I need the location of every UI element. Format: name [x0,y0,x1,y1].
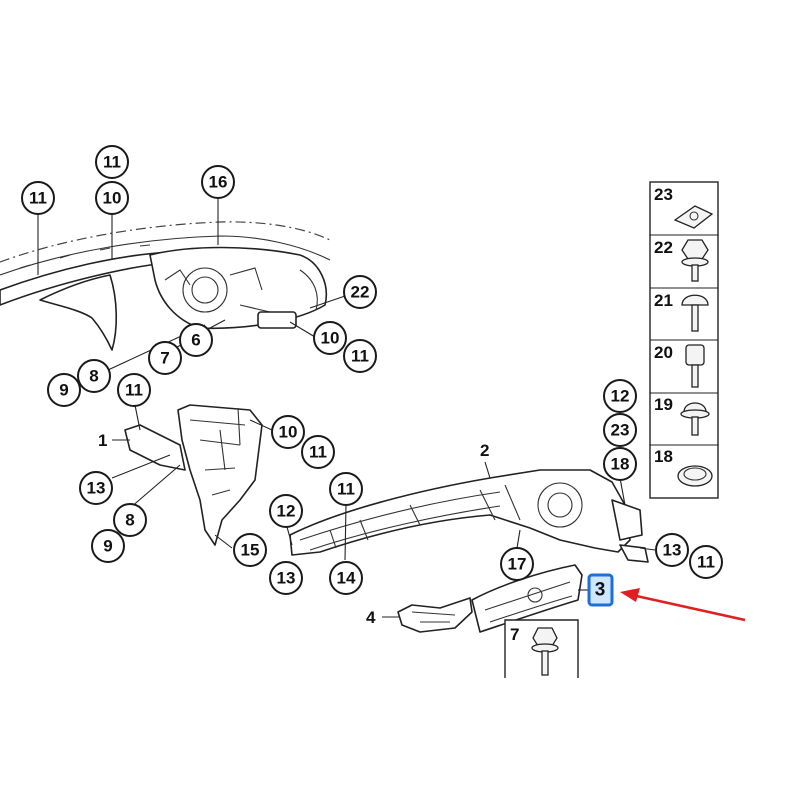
callout-11-mid: 11 [117,373,151,407]
callout-14: 14 [329,561,363,595]
callout-7: 7 [148,341,182,375]
part-label-2: 2 [480,441,489,460]
callout-9-low: 9 [91,529,125,563]
leader-lines [37,199,656,618]
callout-15: 15 [233,533,267,567]
hardware-label-20: 20 [654,343,673,362]
hex-flange-screw-icon [681,239,709,282]
callout-13-mid: 13 [269,561,303,595]
flange-screw-icon [680,402,710,436]
hex-socket-bolt-icon [685,344,705,388]
bracket-part-4 [397,597,473,633]
callout-text: 22 [351,283,370,302]
bottom-hardware-panel: 7 [504,619,579,678]
callout-text: 7 [160,349,169,368]
clip-nut-icon [673,205,714,229]
callout-text: 16 [209,173,228,192]
callout-text: 13 [663,541,682,560]
part-label-1: 1 [98,431,107,450]
callout-10-mid: 10 [271,415,305,449]
callout-text: 10 [321,329,340,348]
callout-text: 8 [89,367,98,386]
callout-16: 16 [201,165,235,199]
callout-12-right: 12 [603,379,637,413]
hardware-label-18: 18 [654,447,673,466]
part-label-4: 4 [366,608,376,627]
bracket-part-3 [471,564,583,633]
callout-10-right: 10 [313,321,347,355]
callout-12-mid: 12 [269,494,303,528]
callout-11-mid2: 11 [301,435,335,469]
flange-bolt-icon [531,627,559,676]
callout-text: 12 [611,387,630,406]
hardware-label-22: 22 [654,238,673,257]
callout-text: 11 [103,153,121,172]
callout-text: 13 [277,569,296,588]
grommet-ring-icon [677,465,713,487]
callout-text: 11 [125,381,143,400]
round-head-screw-icon [681,294,709,332]
highlight-box [587,573,614,607]
callout-text: 10 [279,423,298,442]
callout-text: 17 [508,555,527,574]
callout-text: 9 [59,381,68,400]
red-arrow-line [631,593,746,622]
callout-10-top: 10 [95,181,129,215]
callout-text: 6 [191,331,200,350]
callout-13-right: 13 [655,533,689,567]
callout-6: 6 [179,323,213,357]
callout-22: 22 [343,275,377,309]
callout-text: 23 [611,421,630,440]
callout-text: 9 [103,537,112,556]
upper-bumper-outline [0,221,331,351]
callout-8-top: 8 [77,359,111,393]
bumper-carrier-part-2 [289,469,649,563]
callout-text: 8 [125,511,134,530]
callout-text: 11 [337,480,355,499]
callout-11-right: 11 [343,339,377,373]
callout-text: 11 [29,189,47,208]
callout-17: 17 [500,547,534,581]
callout-8-low: 8 [113,503,147,537]
hardware-label-23: 23 [654,185,673,204]
hardware-panel: 23 22 21 20 19 18 [649,181,719,499]
callout-text: 15 [241,541,260,560]
callout-23-right: 23 [603,413,637,447]
callout-9-top: 9 [47,373,81,407]
callout-text: 14 [337,569,356,588]
callout-text: 13 [87,479,106,498]
red-arrow-head-icon [620,588,640,602]
callout-11-top-left: 11 [21,181,55,215]
callout-text: 11 [309,443,327,462]
callout-11-center: 11 [329,472,363,506]
hardware-label-21: 21 [654,291,673,310]
callout-11-right-low: 11 [689,545,723,579]
callout-18-right: 18 [603,447,637,481]
callout-text: 11 [697,553,715,572]
highlight-label-3: 3 [595,580,606,601]
bottom-label-7: 7 [510,625,519,644]
callout-text: 12 [277,502,296,521]
callout-13-left: 13 [79,471,113,505]
left-bracket-part-1 [124,404,263,546]
hardware-label-19: 19 [654,395,673,414]
callout-11-top: 11 [95,145,129,179]
callout-text: 18 [611,455,630,474]
callout-text: 10 [103,189,122,208]
callout-text: 11 [351,347,369,366]
